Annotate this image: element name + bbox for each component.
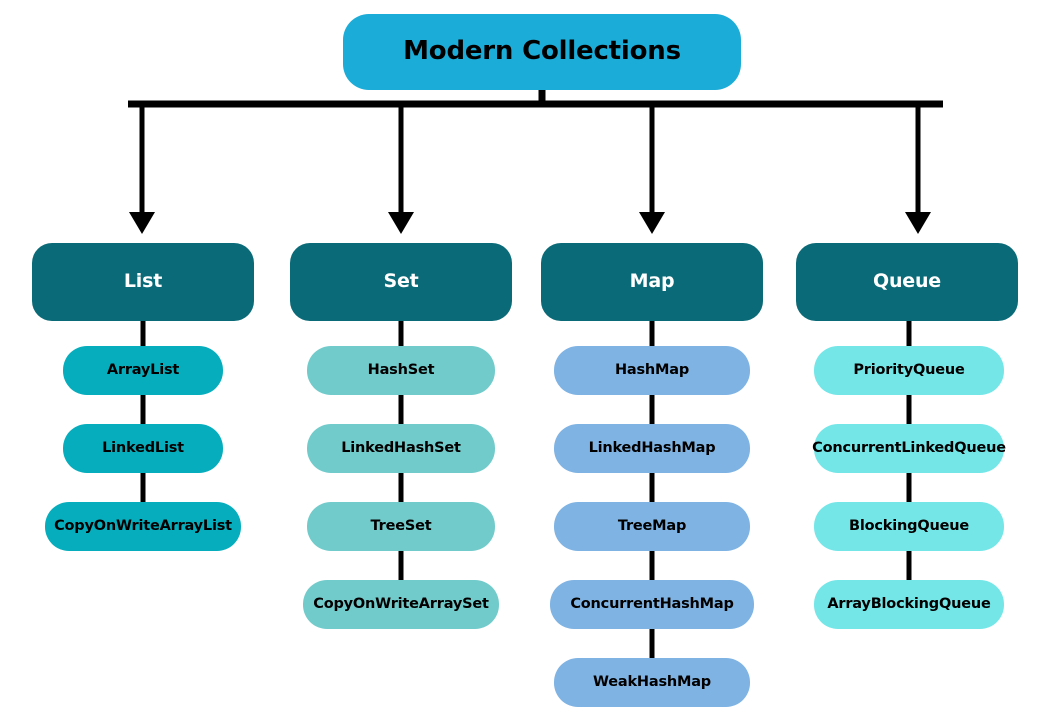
leaf-node-treeset[interactable]: TreeSet (307, 502, 495, 551)
leaf-node-copyonwritearrayset[interactable]: CopyOnWriteArraySet (303, 580, 499, 629)
leaf-node-label: TreeMap (617, 517, 687, 534)
leaf-node-label: BlockingQueue (849, 517, 969, 534)
leaf-node-blockingqueue[interactable]: BlockingQueue (814, 502, 1004, 551)
leaf-node-arraylist[interactable]: ArrayList (63, 346, 223, 395)
leaf-node-linkedhashset[interactable]: LinkedHashSet (307, 424, 495, 473)
leaf-node-treemap[interactable]: TreeMap (554, 502, 750, 551)
category-node-queue[interactable]: Queue (796, 243, 1018, 321)
leaf-node-label: CopyOnWriteArrayList (54, 517, 232, 534)
branch-arrow-list (129, 212, 155, 234)
root-node-label: Modern Collections (403, 36, 681, 67)
branch-arrow-map (639, 212, 665, 234)
category-node-label: Queue (873, 270, 941, 293)
category-node-set[interactable]: Set (290, 243, 512, 321)
leaf-node-label: ArrayBlockingQueue (827, 595, 991, 612)
leaf-node-linkedlist[interactable]: LinkedList (63, 424, 223, 473)
leaf-node-label: HashSet (367, 361, 435, 378)
leaf-node-label: PriorityQueue (853, 361, 965, 378)
leaf-node-label: ConcurrentHashMap (570, 595, 734, 612)
branch-arrow-queue (905, 212, 931, 234)
branch-arrow-set (388, 212, 414, 234)
leaf-node-concurrenthashmap[interactable]: ConcurrentHashMap (550, 580, 754, 629)
leaf-node-label: WeakHashMap (592, 673, 711, 690)
leaf-node-hashmap[interactable]: HashMap (554, 346, 750, 395)
leaf-node-label: ConcurrentLinkedQueue (812, 439, 1006, 456)
leaf-node-arrayblockingqueue[interactable]: ArrayBlockingQueue (814, 580, 1004, 629)
category-node-map[interactable]: Map (541, 243, 763, 321)
leaf-node-priorityqueue[interactable]: PriorityQueue (814, 346, 1004, 395)
leaf-node-label: LinkedHashSet (341, 439, 461, 456)
category-node-list[interactable]: List (32, 243, 254, 321)
leaf-node-label: TreeSet (370, 517, 432, 534)
leaf-node-copyonwritearraylist[interactable]: CopyOnWriteArrayList (45, 502, 241, 551)
leaf-node-label: LinkedHashMap (588, 439, 716, 456)
leaf-node-label: CopyOnWriteArraySet (313, 595, 489, 612)
leaf-node-hashset[interactable]: HashSet (307, 346, 495, 395)
leaf-node-weakhashmap[interactable]: WeakHashMap (554, 658, 750, 707)
leaf-node-label: ArrayList (106, 361, 180, 378)
leaf-node-concurrentlinkedqueue[interactable]: ConcurrentLinkedQueue (812, 424, 1006, 473)
leaf-node-label: HashMap (614, 361, 690, 378)
root-node-modern-collections[interactable]: Modern Collections (343, 14, 741, 90)
leaf-node-label: LinkedList (102, 439, 184, 456)
category-node-label: Set (383, 270, 419, 293)
category-node-label: List (123, 270, 163, 293)
category-node-label: Map (629, 270, 675, 293)
leaf-node-linkedhashmap[interactable]: LinkedHashMap (554, 424, 750, 473)
